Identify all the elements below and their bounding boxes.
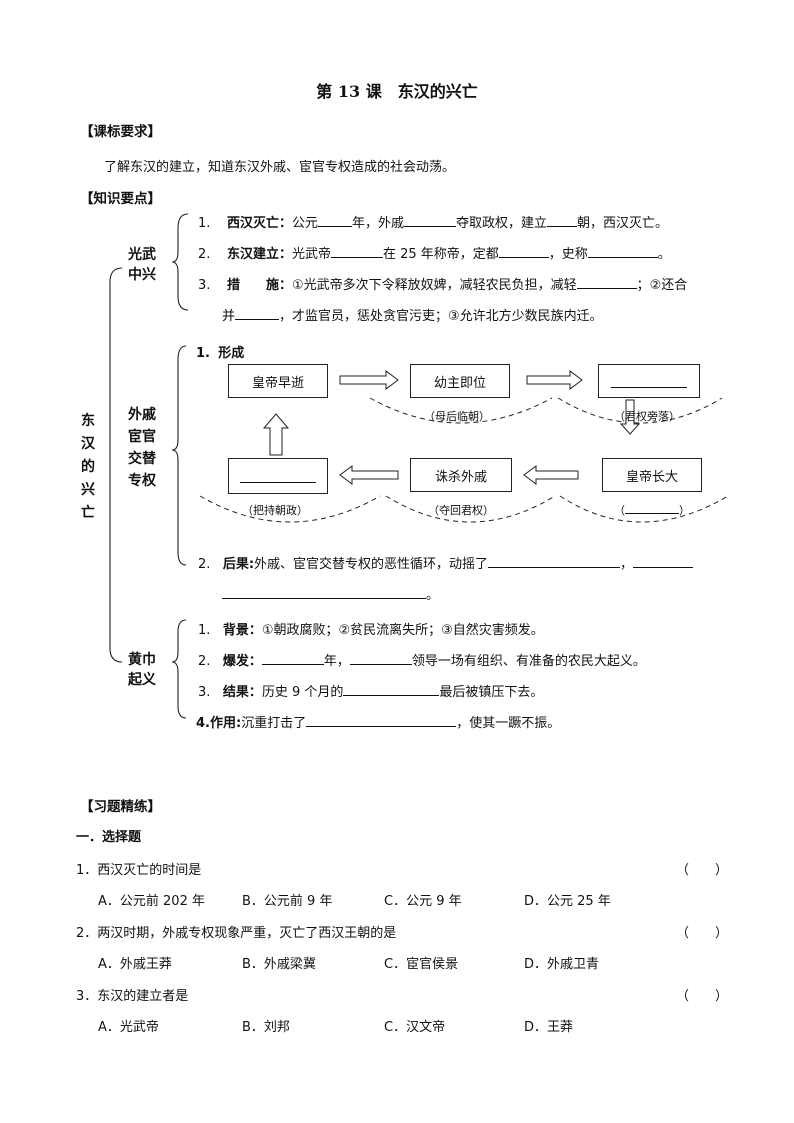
question-1-paren[interactable]: （ ） <box>676 863 729 878</box>
arrow-b3-b4 <box>619 399 641 435</box>
g3-label: 黄巾起义 <box>128 652 156 688</box>
blank[interactable] <box>306 714 457 727</box>
blank[interactable] <box>547 214 577 227</box>
g2-bracket <box>171 345 187 566</box>
blank[interactable] <box>633 555 694 568</box>
arrow-b4-b5 <box>523 465 579 485</box>
cap-empress-regency: （母后临朝） <box>424 410 490 423</box>
g1-item-3-cont: 并，才监官员，惩处贪官污吏；③允许北方少数民族内迁。 <box>222 307 603 324</box>
arc-2 <box>557 397 723 424</box>
q3-option-d[interactable]: D．王莽 <box>524 1020 574 1035</box>
q2-option-a[interactable]: A．外戚王莽 <box>98 957 172 972</box>
blank[interactable] <box>261 652 324 665</box>
g3-item-2: 2. 爆发：年，领导一场有组织、有准备的农民大起义。 <box>198 652 646 669</box>
g3-bracket <box>171 619 187 719</box>
q2-option-d[interactable]: D．外戚卫青 <box>524 957 600 972</box>
root-label: 东汉的兴亡 <box>81 413 95 521</box>
g1-item-2: 2. 东汉建立：光武帝在 25 年称帝，定都，史称。 <box>198 245 671 262</box>
box-emperor-grows-up: 皇帝长大 <box>602 458 702 492</box>
blank[interactable] <box>488 555 621 568</box>
g2-result: 2. 后果:外戚、宦官交替专权的恶性循环，动摇了， <box>198 553 694 572</box>
blank[interactable] <box>240 470 316 483</box>
g2-form-heading: 1. 形成 <box>196 346 245 361</box>
blank[interactable] <box>343 683 440 696</box>
g1-item-3: 3. 措 施：①光武帝多次下令释放奴婢，减轻农民负担，减轻；②还合 <box>198 276 688 293</box>
g3-item-1: 1. 背景：①朝政腐败；②贫民流离失所；③自然灾害频发。 <box>198 623 544 638</box>
arrow-b2-b3 <box>526 370 583 390</box>
arrow-b1-b2 <box>339 370 399 390</box>
blank[interactable] <box>576 276 637 289</box>
section-standards: 【课标要求】 <box>80 124 161 140</box>
blank[interactable] <box>235 307 280 320</box>
box-blank-bottom <box>228 458 328 494</box>
blank[interactable] <box>403 214 456 227</box>
arc-1 <box>369 397 553 424</box>
g3-item-3: 3. 结果：历史 9 个月的最后被镇压下去。 <box>198 683 544 700</box>
arc-3 <box>559 495 729 523</box>
g1-item-1: 1. 西汉灭亡：公元年，外戚夺取政权，建立朝，西汉灭亡。 <box>198 214 669 231</box>
box-emperor-early-death: 皇帝早逝 <box>228 364 328 398</box>
q3-option-a[interactable]: A．光武帝 <box>98 1020 159 1035</box>
blank[interactable] <box>498 245 549 258</box>
q2-option-c[interactable]: C．宦官侯景 <box>384 957 459 972</box>
cap-control-court: （把持朝政） <box>242 504 308 517</box>
question-1-stem: 1．西汉灭亡的时间是 <box>76 863 202 878</box>
blank[interactable] <box>349 652 412 665</box>
question-3-stem: 3．东汉的建立者是 <box>76 989 189 1004</box>
cap-regain-power: （夺回君权） <box>428 504 494 517</box>
arc-4 <box>385 495 556 523</box>
cap-blank: （） <box>614 503 690 517</box>
root-bracket <box>109 267 123 663</box>
g3-item-4: 4.作用:沉重打击了，使其一蹶不振。 <box>196 714 561 731</box>
blank[interactable] <box>317 214 352 227</box>
cap-power-lost: （君权旁落） <box>614 410 680 423</box>
section-knowledge: 【知识要点】 <box>80 191 161 207</box>
blank[interactable] <box>330 245 383 258</box>
arrow-b5-b6 <box>339 465 399 485</box>
g1-label: 光武中兴 <box>128 247 156 283</box>
q3-option-c[interactable]: C．汉文帝 <box>384 1020 446 1035</box>
standards-text: 了解东汉的建立，知道东汉外戚、宦官专权造成的社会动荡。 <box>104 160 456 175</box>
q1-option-c[interactable]: C．公元 9 年 <box>384 894 462 909</box>
question-3-paren[interactable]: （ ） <box>676 989 729 1004</box>
g2-result-cont: 。 <box>222 584 439 603</box>
q3-option-b[interactable]: B．刘邦 <box>242 1020 290 1035</box>
question-2-stem: 2．两汉时期，外戚专权现象严重，灭亡了西汉王朝的是 <box>76 926 397 941</box>
blank[interactable] <box>587 245 658 258</box>
blank[interactable] <box>625 503 679 514</box>
q1-option-a[interactable]: A．公元前 202 年 <box>98 894 205 909</box>
g1-bracket <box>171 213 189 311</box>
box-young-ruler: 幼主即位 <box>410 364 510 398</box>
box-kill-consorts: 诛杀外戚 <box>410 458 512 492</box>
q1-option-d[interactable]: D．公元 25 年 <box>524 894 611 909</box>
q1-option-b[interactable]: B．公元前 9 年 <box>242 894 333 909</box>
blank[interactable] <box>222 586 426 599</box>
box-blank-top <box>598 364 700 398</box>
arc-5 <box>199 495 381 523</box>
section-exercise: 【习题精练】 <box>80 799 161 815</box>
q2-option-b[interactable]: B．外戚梁冀 <box>242 957 316 972</box>
arrow-b6-b1 <box>262 413 290 456</box>
g2-label: 外戚宦官交替专权 <box>128 407 156 489</box>
page-title: 第 13 课 东汉的兴亡 <box>316 82 478 101</box>
question-2-paren[interactable]: （ ） <box>676 926 729 941</box>
section-choice: 一．选择题 <box>76 830 142 845</box>
blank[interactable] <box>611 375 687 388</box>
